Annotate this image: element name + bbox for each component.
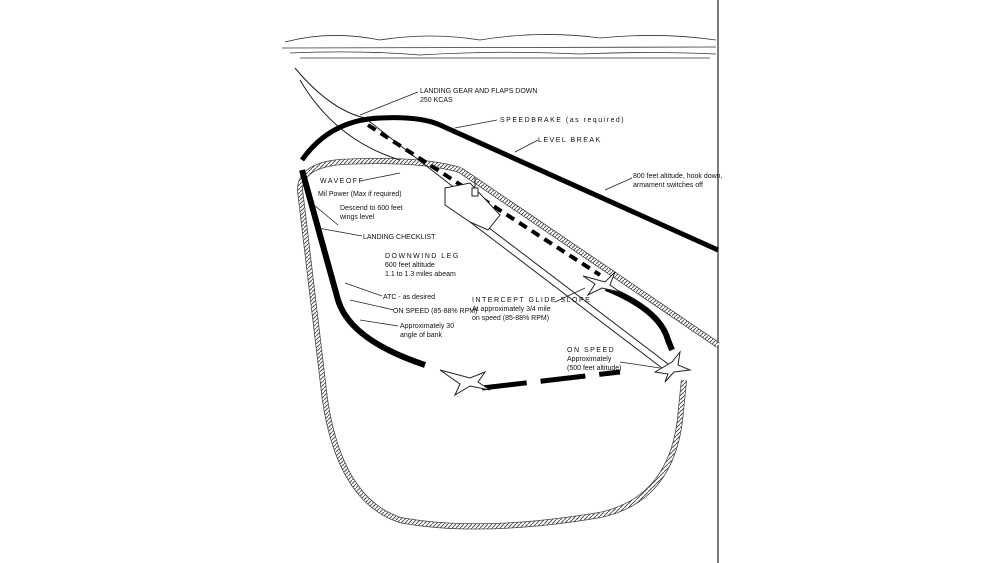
altitude-800-label: 800 feet altitude, hook down, armament sw… [633, 172, 723, 190]
atc-label: ATC - as desired [383, 294, 435, 301]
label-line: DOWNWIND LEG [385, 253, 460, 260]
cloud-horizon [281, 34, 717, 59]
label-line: INTERCEPT GLIDE SLOPE [472, 297, 592, 304]
label-line: Approximately 30 [400, 323, 455, 330]
label-line: At approximately 3/4 mile [472, 306, 551, 313]
carrier-icon [444, 178, 501, 231]
label-line: Approximately [567, 356, 612, 363]
break-track [299, 115, 720, 253]
downwind-track [299, 169, 426, 368]
label-line: 250 KCAS [420, 97, 453, 104]
label-line: (500 feet altitude) [567, 365, 622, 372]
label-line: armament switches off [633, 182, 703, 189]
label-line: 1.1 to 1.3 miles abeam [385, 271, 456, 278]
label-line: wings level [340, 214, 375, 221]
label-line: LANDING GEAR AND FLAPS DOWN [420, 88, 538, 95]
label-line: 600 feet altitude [385, 262, 435, 269]
bank-label: Approximately 30 angle of bank [400, 322, 454, 340]
final-turn-track [604, 285, 675, 352]
downwind-leg-label: DOWNWIND LEG 600 feet altitude 1.1 to 1.3 … [385, 252, 460, 279]
label-line: 800 feet altitude, hook down, [633, 173, 723, 180]
glide-slope-line [469, 217, 669, 369]
label-line: on speed (85-88% RPM) [472, 315, 550, 322]
intercept-glide-slope-label: INTERCEPT GLIDE SLOPE At approximately 3/… [472, 296, 591, 323]
landing-checklist-label: LANDING CHECKLIST [363, 234, 436, 241]
label-line: ON SPEED [567, 347, 616, 354]
on-speed-left-label: ON SPEED (85-88% RPM) [393, 308, 478, 315]
label-line: angle of bank [400, 332, 443, 339]
descend-label: Descend to 600 feet wings level [340, 204, 403, 222]
label-line: Descend to 600 feet [340, 205, 403, 212]
gear-flaps-label: LANDING GEAR AND FLAPS DOWN 250 KCAS [420, 87, 537, 105]
aircraft-icon [439, 271, 692, 397]
mil-power-label: Mil Power (Max if required) [318, 191, 402, 198]
waveoff-label: WAVEOFF [320, 178, 365, 185]
speedbrake-label: SPEEDBRAKE (as required) [500, 117, 626, 124]
on-speed-right-label: ON SPEED Approximately (500 feet altitude) [567, 346, 621, 373]
leader-lines [313, 91, 661, 369]
level-break-label: LEVEL BREAK [538, 137, 602, 144]
final-turn-dashed [481, 369, 621, 391]
